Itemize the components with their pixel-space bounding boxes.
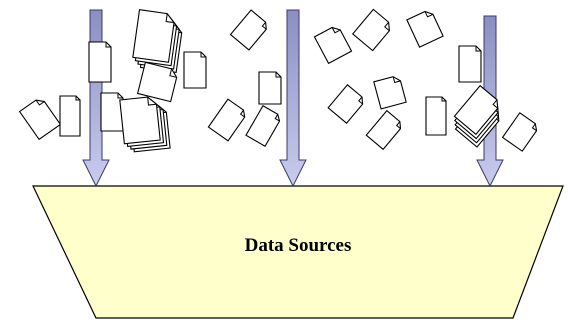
document-icon bbox=[373, 76, 407, 110]
document-icon bbox=[88, 41, 112, 83]
document-icon bbox=[327, 84, 364, 124]
document-icon bbox=[365, 109, 402, 151]
document-icon bbox=[229, 9, 267, 51]
down-arrow-icon bbox=[82, 9, 110, 188]
funnel-label: Data Sources bbox=[245, 235, 352, 256]
document-icon bbox=[258, 71, 282, 105]
funnel-shape bbox=[32, 185, 564, 319]
documents-layer bbox=[18, 8, 538, 153]
document-stack-icon bbox=[119, 96, 171, 153]
document-icon bbox=[136, 61, 178, 103]
document-icon bbox=[245, 105, 281, 147]
document-stack-icon bbox=[132, 9, 183, 74]
document-icon bbox=[18, 99, 62, 141]
document-icon bbox=[100, 92, 124, 132]
document-icon bbox=[183, 51, 207, 89]
document-icon bbox=[406, 10, 444, 48]
document-icon bbox=[425, 96, 447, 136]
document-icon bbox=[207, 98, 246, 142]
document-icon bbox=[458, 45, 482, 83]
document-icon bbox=[501, 112, 538, 152]
down-arrow-icon bbox=[279, 9, 307, 188]
document-stack-icon bbox=[453, 84, 500, 148]
data-sources-funnel: Data Sources bbox=[32, 185, 564, 319]
document-icon bbox=[351, 8, 390, 52]
document-icon bbox=[313, 26, 353, 65]
document-icon bbox=[59, 95, 81, 137]
